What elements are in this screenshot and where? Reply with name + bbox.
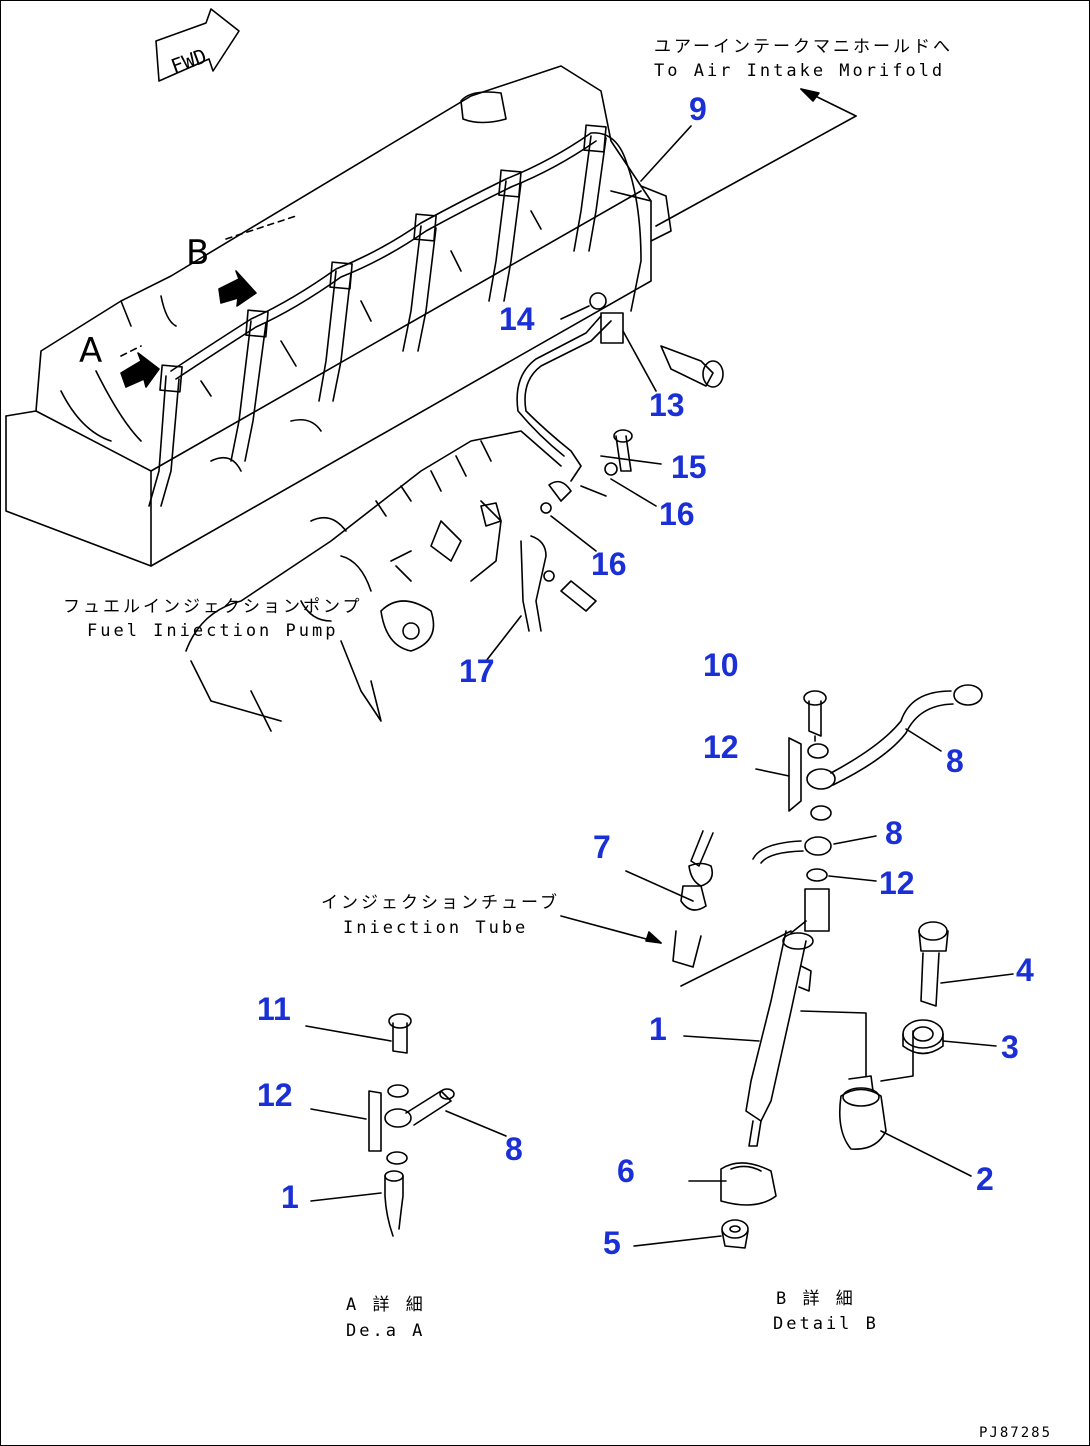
fwd-arrow-icon: FWD: [155, 8, 240, 82]
callout-8-b-upper: 8: [946, 743, 964, 779]
callout-16-upper: 16: [659, 496, 695, 532]
injector-row: [148, 124, 642, 507]
callout-5: 5: [603, 1225, 621, 1261]
callout-6: 6: [617, 1153, 635, 1189]
detail-b-assembly: [560, 684, 1014, 1249]
callout-12-b-lower: 12: [879, 865, 915, 901]
callout-4: 4: [1016, 952, 1034, 988]
callout-12-a: 12: [257, 1077, 293, 1113]
fuel-pump-note-jp: フュエルインジェクションポンプ: [63, 597, 363, 617]
callout-11: 11: [257, 991, 291, 1027]
callout-8-b-lower: 8: [885, 815, 903, 851]
parts-15-16-17: [480, 429, 662, 662]
pipe-9: [516, 88, 857, 482]
callout-13: 13: [649, 387, 685, 423]
air-intake-note-jp: ユアーインテークマニホールドへ: [654, 37, 953, 57]
view-arrows: [120, 270, 257, 388]
callout-1-a: 1: [281, 1179, 299, 1215]
engine-detail-lines: [120, 210, 542, 472]
callout-2: 2: [976, 1161, 994, 1197]
view-letter-a: A: [79, 331, 103, 371]
bracket-13: [560, 292, 724, 392]
injection-tube-note-en: Iniection Tube: [343, 918, 529, 938]
callout-14: 14: [499, 301, 535, 337]
view-letter-b: B: [186, 233, 210, 273]
detail-b-title-en: Detail B: [773, 1314, 879, 1334]
callout-17: 17: [459, 653, 495, 689]
fwd-label: FWD: [168, 44, 210, 79]
callout-12-b-upper: 12: [703, 729, 739, 765]
callout-16-lower: 16: [591, 546, 627, 582]
air-intake-note-en: To Air Intake Morifold: [654, 61, 946, 81]
callout-9: 9: [689, 91, 707, 127]
detail-a-title-jp: A 詳 細: [346, 1295, 426, 1315]
detail-b-title-jp: B 詳 細: [776, 1289, 856, 1309]
callout-7: 7: [593, 829, 611, 865]
callout-3: 3: [1001, 1029, 1019, 1065]
callout-1-b: 1: [649, 1011, 667, 1047]
callout-10: 10: [703, 647, 739, 683]
callout-15: 15: [671, 449, 707, 485]
drawing-reference: PJ87285: [979, 1425, 1053, 1441]
injection-tube-note-jp: インジェクションチューブ: [321, 893, 560, 913]
fuel-pump-note-en: Fuel Iniection Pump: [87, 621, 339, 641]
engine-head-outline: [5, 65, 672, 567]
callout-8-a: 8: [505, 1131, 523, 1167]
detail-a-assembly: [305, 1013, 507, 1237]
detail-a-title-en: De.a A: [346, 1321, 426, 1341]
fuel-pump-outline: [185, 430, 562, 732]
